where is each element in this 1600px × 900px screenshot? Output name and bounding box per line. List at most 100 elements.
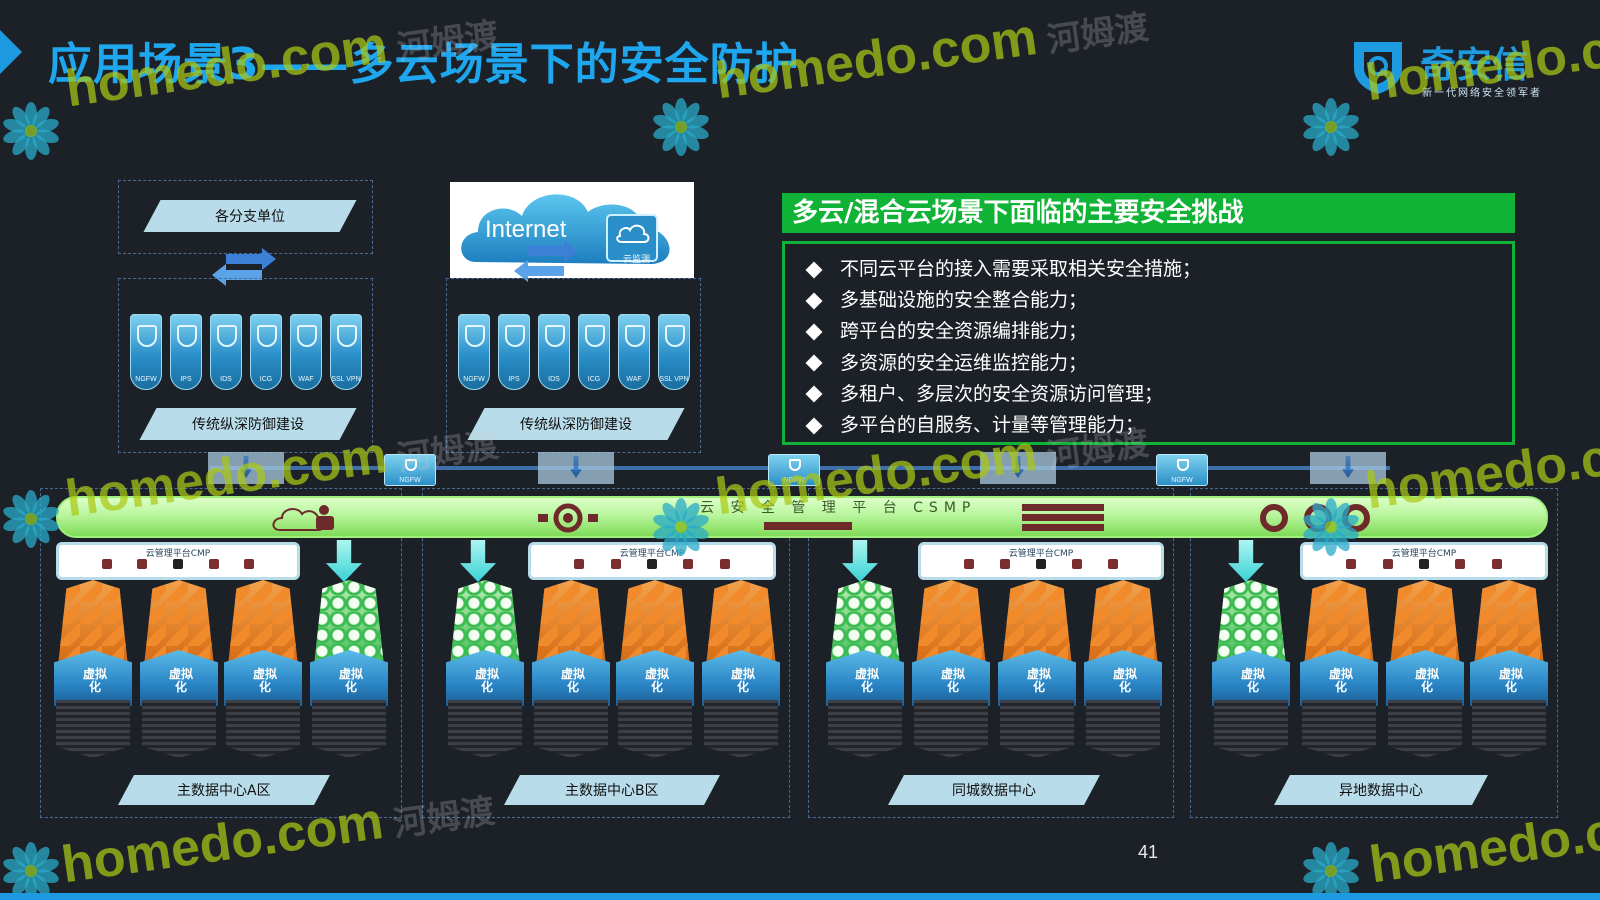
brand-name: 奇安信 <box>1420 45 1529 86</box>
hypervisor-layer: 虚拟化 <box>224 650 302 706</box>
lock-icon <box>1418 559 1429 569</box>
document-icon <box>719 559 730 569</box>
hardware-layer <box>534 700 608 758</box>
branch-device-4: WAF <box>290 314 322 390</box>
virtualization-label: 虚拟化 <box>1112 667 1137 694</box>
device-label: SSL VPN <box>659 376 689 383</box>
hardware-layer <box>1086 700 1160 758</box>
branch-device-0: NGFW <box>130 314 162 390</box>
compute-server-icon: 虚拟化 <box>1470 580 1548 758</box>
shield-icon <box>545 325 565 347</box>
storage-server-icon: 虚拟化 <box>310 580 388 758</box>
dc-box-city <box>808 488 1174 818</box>
challenges-list: 不同云平台的接入需要采取相关安全措施； 多基础设施的安全整合能力； 跨平台的安全资源… <box>800 254 1201 441</box>
virtualization-label: 虚拟化 <box>854 667 879 694</box>
hypervisor-layer: 虚拟化 <box>54 650 132 706</box>
hypervisor-layer: 虚拟化 <box>310 650 388 706</box>
diamond-bullet-icon <box>805 417 823 435</box>
lock-icon <box>1036 559 1046 569</box>
virtualization-label: 虚拟化 <box>730 667 755 694</box>
virtualization-label: 虚拟化 <box>82 667 107 694</box>
cmp-icons <box>561 559 743 573</box>
hypervisor-layer: 虚拟化 <box>1084 650 1162 706</box>
hardware-layer <box>828 700 902 758</box>
cmp-bar-2: 云管理平台CMP <box>918 542 1164 580</box>
hardware-layer <box>618 700 692 758</box>
challenge-text: 多平台的自服务、计量等管理能力； <box>840 413 1145 436</box>
compute-server-icon: 虚拟化 <box>532 580 610 758</box>
page-number: 41 <box>1138 842 1159 862</box>
compute-server-icon: 虚拟化 <box>1300 580 1378 758</box>
compute-server-icon: 虚拟化 <box>54 580 132 758</box>
watermark-flower-icon <box>0 100 62 162</box>
challenge-item: 多平台的自服务、计量等管理能力； <box>800 410 1201 441</box>
hypervisor-layer: 虚拟化 <box>1386 650 1464 706</box>
virtualization-label: 虚拟化 <box>338 667 363 694</box>
challenge-item: 多资源的安全运维监控能力； <box>800 348 1201 379</box>
cloud-monitor-icon <box>606 214 658 262</box>
ngfw-device-1: NGFW <box>768 454 820 486</box>
internet-defense-label: 传统纵深防御建设 <box>467 408 685 440</box>
diamond-bullet-icon <box>805 292 823 310</box>
connection-port-0 <box>208 452 284 484</box>
key-icon <box>574 559 585 569</box>
title-arrow-icon <box>0 30 22 74</box>
hardware-layer <box>1302 700 1376 758</box>
server-rack-icon-2 <box>1022 504 1104 531</box>
challenge-text: 不同云平台的接入需要采取相关安全措施； <box>840 258 1202 280</box>
watermark-flower-icon <box>0 840 62 900</box>
virtualization-label: 虚拟化 <box>1414 667 1439 694</box>
challenge-text: 多租户、多层次的安全资源访问管理； <box>840 382 1164 405</box>
branch-unit-box <box>118 180 373 254</box>
hardware-layer <box>914 700 988 758</box>
bottom-accent-bar <box>0 893 1600 900</box>
document-icon <box>244 559 255 569</box>
dc-box-remote <box>1190 488 1558 818</box>
storage-server-icon: 虚拟化 <box>1212 580 1290 758</box>
diamond-bullet-icon <box>805 385 823 403</box>
cmp-icons <box>1333 559 1515 573</box>
hypervisor-layer: 虚拟化 <box>1300 650 1378 706</box>
challenge-text: 多基础设施的安全整合能力； <box>840 289 1088 312</box>
internet-sync-arrows-icon <box>514 240 578 282</box>
internet-device-4: WAF <box>618 314 650 390</box>
virtualization-label: 虚拟化 <box>474 667 499 694</box>
internet-device-1: IPS <box>498 314 530 390</box>
branch-defense-label: 传统纵深防御建设 <box>139 408 357 440</box>
down-arrow-icon <box>1012 456 1024 478</box>
internet-device-3: ICG <box>578 314 610 390</box>
refresh-gear-icon <box>538 503 598 533</box>
compute-server-icon: 虚拟化 <box>912 580 990 758</box>
key-icon <box>1346 559 1357 569</box>
ngfw-label: NGFW <box>783 477 805 484</box>
lock-icon <box>172 559 183 569</box>
dc-label-0: 主数据中心A区 <box>118 775 330 805</box>
compute-server-icon: 虚拟化 <box>616 580 694 758</box>
hardware-layer <box>448 700 522 758</box>
hardware-layer <box>312 700 386 758</box>
device-label: IPS <box>180 376 192 383</box>
shield-logo-icon <box>1354 42 1402 94</box>
device-label: IDS <box>548 376 560 383</box>
camera-icon <box>137 559 148 569</box>
virtualization-label: 虚拟化 <box>1240 667 1265 694</box>
firewall-icon <box>1177 459 1189 471</box>
dc-label-text: 主数据中心B区 <box>565 783 659 799</box>
hypervisor-layer: 虚拟化 <box>1212 650 1290 706</box>
compute-server-icon: 虚拟化 <box>224 580 302 758</box>
lock-icon <box>646 559 657 569</box>
connection-port-2 <box>980 452 1056 484</box>
gears-icon <box>1260 504 1370 532</box>
watermark-flower-icon <box>1300 96 1362 158</box>
device-label: SSL VPN <box>331 376 361 383</box>
branch-device-5: SSL VPN <box>330 314 362 390</box>
device-label: NGFW <box>463 376 485 383</box>
virtualization-label: 虚拟化 <box>1026 667 1051 694</box>
hypervisor-layer: 虚拟化 <box>998 650 1076 706</box>
cmp-label: 云管理平台CMP <box>1008 549 1074 559</box>
cmp-icons <box>951 559 1131 573</box>
down-arrow-icon <box>1342 456 1354 478</box>
challenge-text: 跨平台的安全资源编排能力； <box>840 320 1088 343</box>
bike-icon <box>683 559 694 569</box>
hardware-layer <box>1388 700 1462 758</box>
